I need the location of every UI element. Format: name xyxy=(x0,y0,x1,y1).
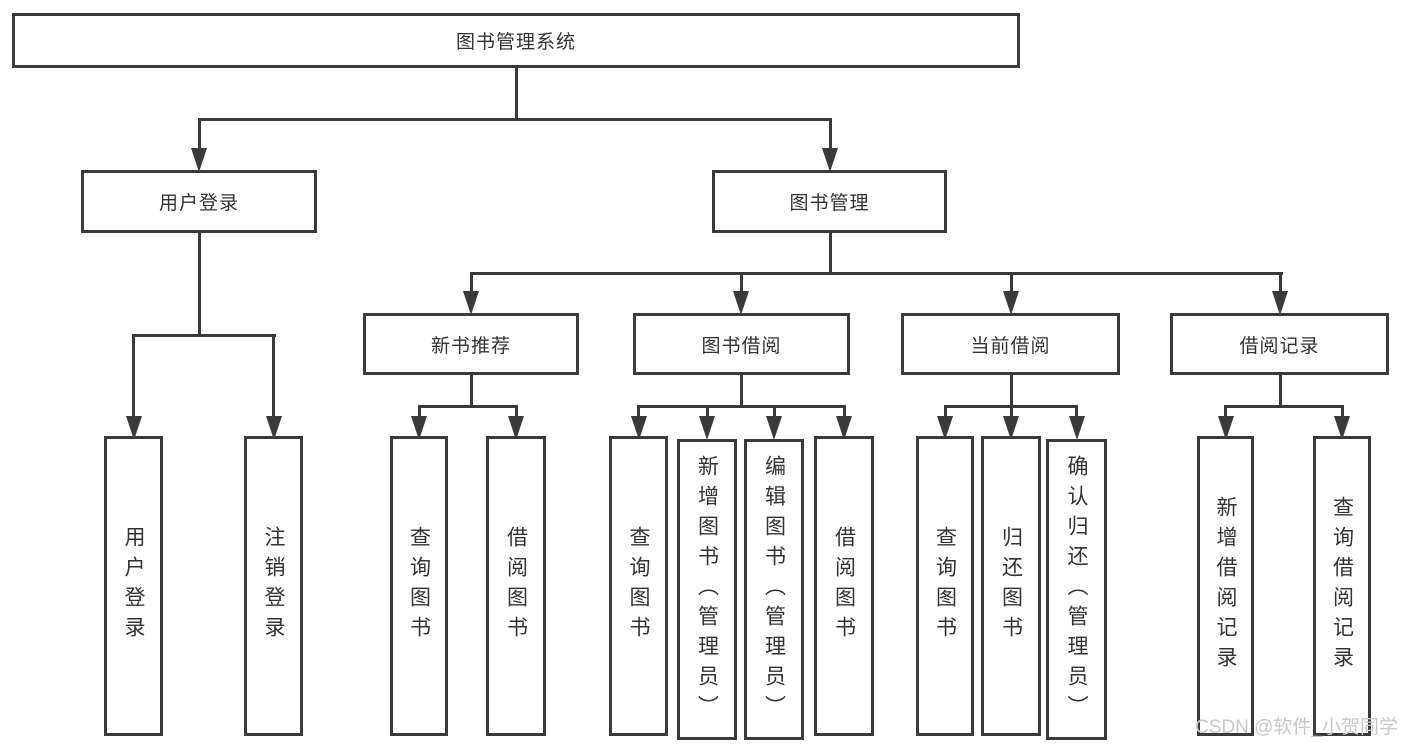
node-book-management: 图书管理 xyxy=(712,170,947,233)
leaf-query-borrow-record: 查询借阅记录 xyxy=(1313,436,1371,736)
leaf-edit-books-admin: 编辑图书（管理员） xyxy=(744,439,804,740)
node-label: 确认归还（管理员） xyxy=(1065,454,1088,725)
node-label: 图书借阅 xyxy=(701,335,782,357)
arrowhead-down xyxy=(699,416,715,440)
node-label: 借阅记录 xyxy=(1239,335,1320,357)
arrowhead-down xyxy=(836,416,852,440)
arrowhead-down xyxy=(125,416,142,440)
arrowhead-down xyxy=(463,291,479,315)
leaf-query-books-recommend: 查询图书 xyxy=(390,436,448,736)
watermark: CSDN @软件_小贺同学 xyxy=(1195,717,1398,738)
arrowhead-down xyxy=(1003,416,1019,440)
node-label: 新增图书（管理员） xyxy=(695,454,719,725)
leaf-add-books-admin: 新增图书（管理员） xyxy=(677,439,737,740)
connector-line xyxy=(1224,405,1227,418)
connector-line xyxy=(469,272,1283,275)
node-book-borrowing: 图书借阅 xyxy=(633,313,850,375)
arrowhead-down xyxy=(630,416,647,440)
connector-line xyxy=(1278,272,1282,292)
leaf-logout: 注销登录 xyxy=(244,436,303,736)
connector-line xyxy=(828,118,832,149)
node-label: 查询借阅记录 xyxy=(1330,496,1354,676)
arrowhead-down xyxy=(191,148,207,172)
connector-line xyxy=(132,334,276,337)
node-label: 查询图书 xyxy=(407,526,431,646)
connector-line xyxy=(197,233,201,337)
connector-line xyxy=(417,405,421,418)
leaf-add-borrow-record: 新增借阅记录 xyxy=(1197,436,1254,736)
node-label: 当前借阅 xyxy=(970,335,1051,357)
connector-line xyxy=(739,272,743,292)
connector-line xyxy=(739,375,743,408)
leaf-confirm-return-admin: 确认归还（管理员） xyxy=(1046,439,1107,740)
arrowhead-down xyxy=(766,416,782,440)
arrowhead-down xyxy=(1272,291,1288,315)
arrowhead-down xyxy=(1334,416,1350,440)
arrowhead-down xyxy=(937,416,953,440)
leaf-query-books-borrowing: 查询图书 xyxy=(609,436,668,736)
node-label: 编辑图书（管理员） xyxy=(762,454,786,725)
node-borrowing-records: 借阅记录 xyxy=(1170,313,1389,375)
arrowhead-down xyxy=(411,416,427,440)
connector-line xyxy=(1009,375,1013,408)
connector-line xyxy=(842,405,846,418)
node-user-login: 用户登录 xyxy=(81,170,317,233)
node-label: 借阅图书 xyxy=(832,526,856,646)
arrowhead-down xyxy=(508,416,524,440)
leaf-query-books-current: 查询图书 xyxy=(916,436,974,736)
node-label: 新书推荐 xyxy=(430,335,511,357)
node-library-system: 图书管理系统 xyxy=(12,13,1020,68)
connector-line xyxy=(1278,375,1282,408)
node-current-borrowing: 当前借阅 xyxy=(901,313,1120,375)
connector-line xyxy=(1075,405,1078,418)
node-label: 查询图书 xyxy=(933,526,957,646)
connector-line xyxy=(1009,272,1013,292)
arrowhead-down xyxy=(1003,291,1019,315)
connector-line xyxy=(828,233,832,275)
connector-line xyxy=(197,118,201,149)
connector-line xyxy=(197,118,832,121)
connector-line xyxy=(1224,405,1344,408)
arrowhead-down xyxy=(822,148,838,172)
connector-line xyxy=(417,405,518,408)
leaf-user-login: 用户登录 xyxy=(104,436,163,736)
node-label: 新增借阅记录 xyxy=(1214,496,1237,676)
connector-line xyxy=(772,405,776,418)
node-label: 图书管理 xyxy=(789,193,870,214)
connector-line xyxy=(637,405,846,408)
connector-line xyxy=(272,334,275,418)
node-label: 注销登录 xyxy=(262,526,285,646)
node-label: 用户登录 xyxy=(122,526,145,646)
connector-line xyxy=(469,375,473,408)
leaf-borrow-books-recommend: 借阅图书 xyxy=(486,436,546,736)
node-label: 归还图书 xyxy=(999,526,1023,646)
node-label: 图书管理系统 xyxy=(455,32,576,53)
connector-line xyxy=(1009,405,1013,418)
connector-line xyxy=(514,405,518,418)
connector-line xyxy=(132,334,135,418)
arrowhead-down xyxy=(1217,416,1234,440)
node-label: 用户登录 xyxy=(158,193,239,214)
leaf-return-books: 归还图书 xyxy=(981,436,1041,736)
arrowhead-down xyxy=(733,291,749,315)
node-label: 查询图书 xyxy=(627,526,650,646)
leaf-borrow-books-borrowing: 借阅图书 xyxy=(814,436,874,736)
connector-line xyxy=(943,405,947,418)
connector-line xyxy=(469,272,473,292)
arrowhead-down xyxy=(1068,416,1085,440)
node-label: 借阅图书 xyxy=(504,526,528,646)
connector-line xyxy=(1340,405,1344,418)
connector-line xyxy=(514,66,518,120)
connector-line xyxy=(637,405,640,418)
arrowhead-down xyxy=(265,416,282,440)
connector-line xyxy=(705,405,709,418)
node-new-book-recommendation: 新书推荐 xyxy=(363,313,579,375)
